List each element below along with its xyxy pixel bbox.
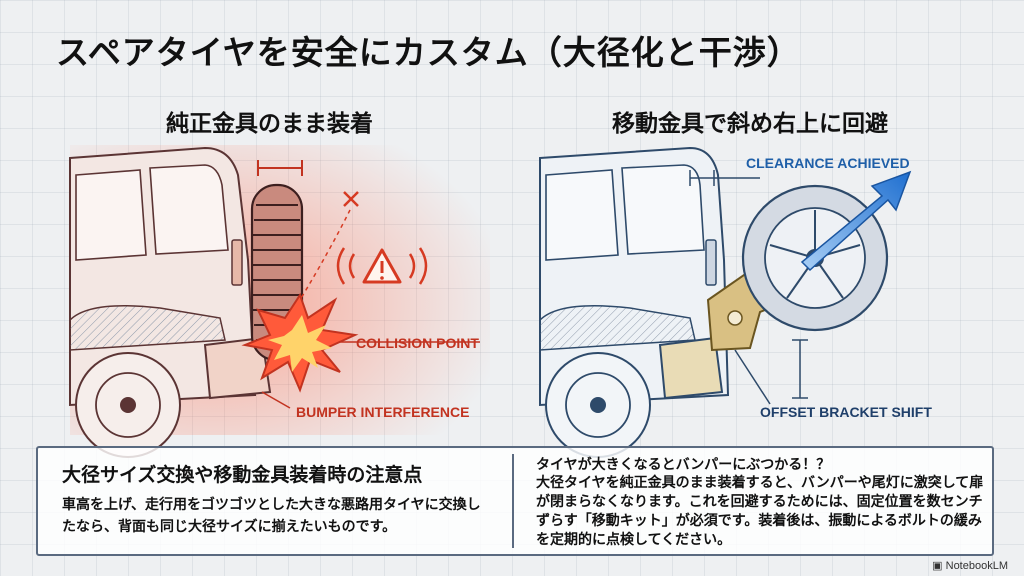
left-fender [69, 304, 226, 351]
right-bumper [658, 336, 724, 400]
info-heading: 大径サイズ交換や移動金具装着時の注意点 [62, 464, 423, 486]
info-divider [512, 454, 514, 548]
collision-burst [241, 292, 359, 393]
brand-name: NotebookLM [945, 560, 1008, 572]
clearance-arrow-icon [800, 170, 912, 272]
brand-watermark: ▣ NotebookLM [932, 560, 1008, 572]
left-rear-wheel-hub [120, 397, 136, 413]
right-rear-window [621, 164, 705, 255]
left-rear-wheel-rim [95, 372, 161, 438]
bumper-leader-line [261, 391, 291, 409]
info-body-right: 大径タイヤを純正金具のまま装着すると、バンパーや尾灯に激突して扉が閉まらなくなり… [536, 475, 984, 548]
right-dimension-lines [689, 170, 808, 405]
left-panel-title: 純正金具のまま装着 [166, 111, 373, 137]
info-box: 大径サイズ交換や移動金具装着時の注意点 車高を上げ、走行用をゴツゴツとした大きな… [36, 446, 994, 556]
info-body-left: 車高を上げ、走行用をゴツゴツとした大きな悪路用タイヤに交換したなら、背面も同じ大… [62, 497, 481, 535]
page-title: スペアタイヤを安全にカスタム（大径化と干渉） [56, 33, 801, 72]
left-side-window [75, 169, 147, 261]
collision-label: COLLISION POINT [356, 335, 479, 351]
right-side-window [545, 169, 619, 261]
left-bumper [203, 336, 272, 400]
clearance-label: CLEARANCE ACHIEVED [746, 155, 910, 171]
right-panel-title: 移動金具で斜め右上に回避 [612, 111, 888, 137]
info-right-heading: タイヤが大きくなるとバンパーにぶつかる！？ [536, 457, 831, 473]
warning-icon [336, 247, 428, 285]
right-rear-wheel-hub [590, 397, 606, 413]
right-vehicle [539, 146, 730, 458]
x-mark-icon [343, 191, 359, 207]
right-rear-wheel-rim [565, 372, 631, 438]
bumper-label: BUMPER INTERFERENCE [296, 404, 469, 420]
collision-burst-core [268, 315, 332, 372]
offset-label: OFFSET BRACKET SHIFT [760, 404, 932, 420]
right-fender [539, 304, 696, 351]
left-rear-window [149, 164, 229, 255]
right-tail-light [705, 239, 717, 286]
left-tail-light [231, 239, 243, 286]
collision-path-line [299, 209, 351, 301]
